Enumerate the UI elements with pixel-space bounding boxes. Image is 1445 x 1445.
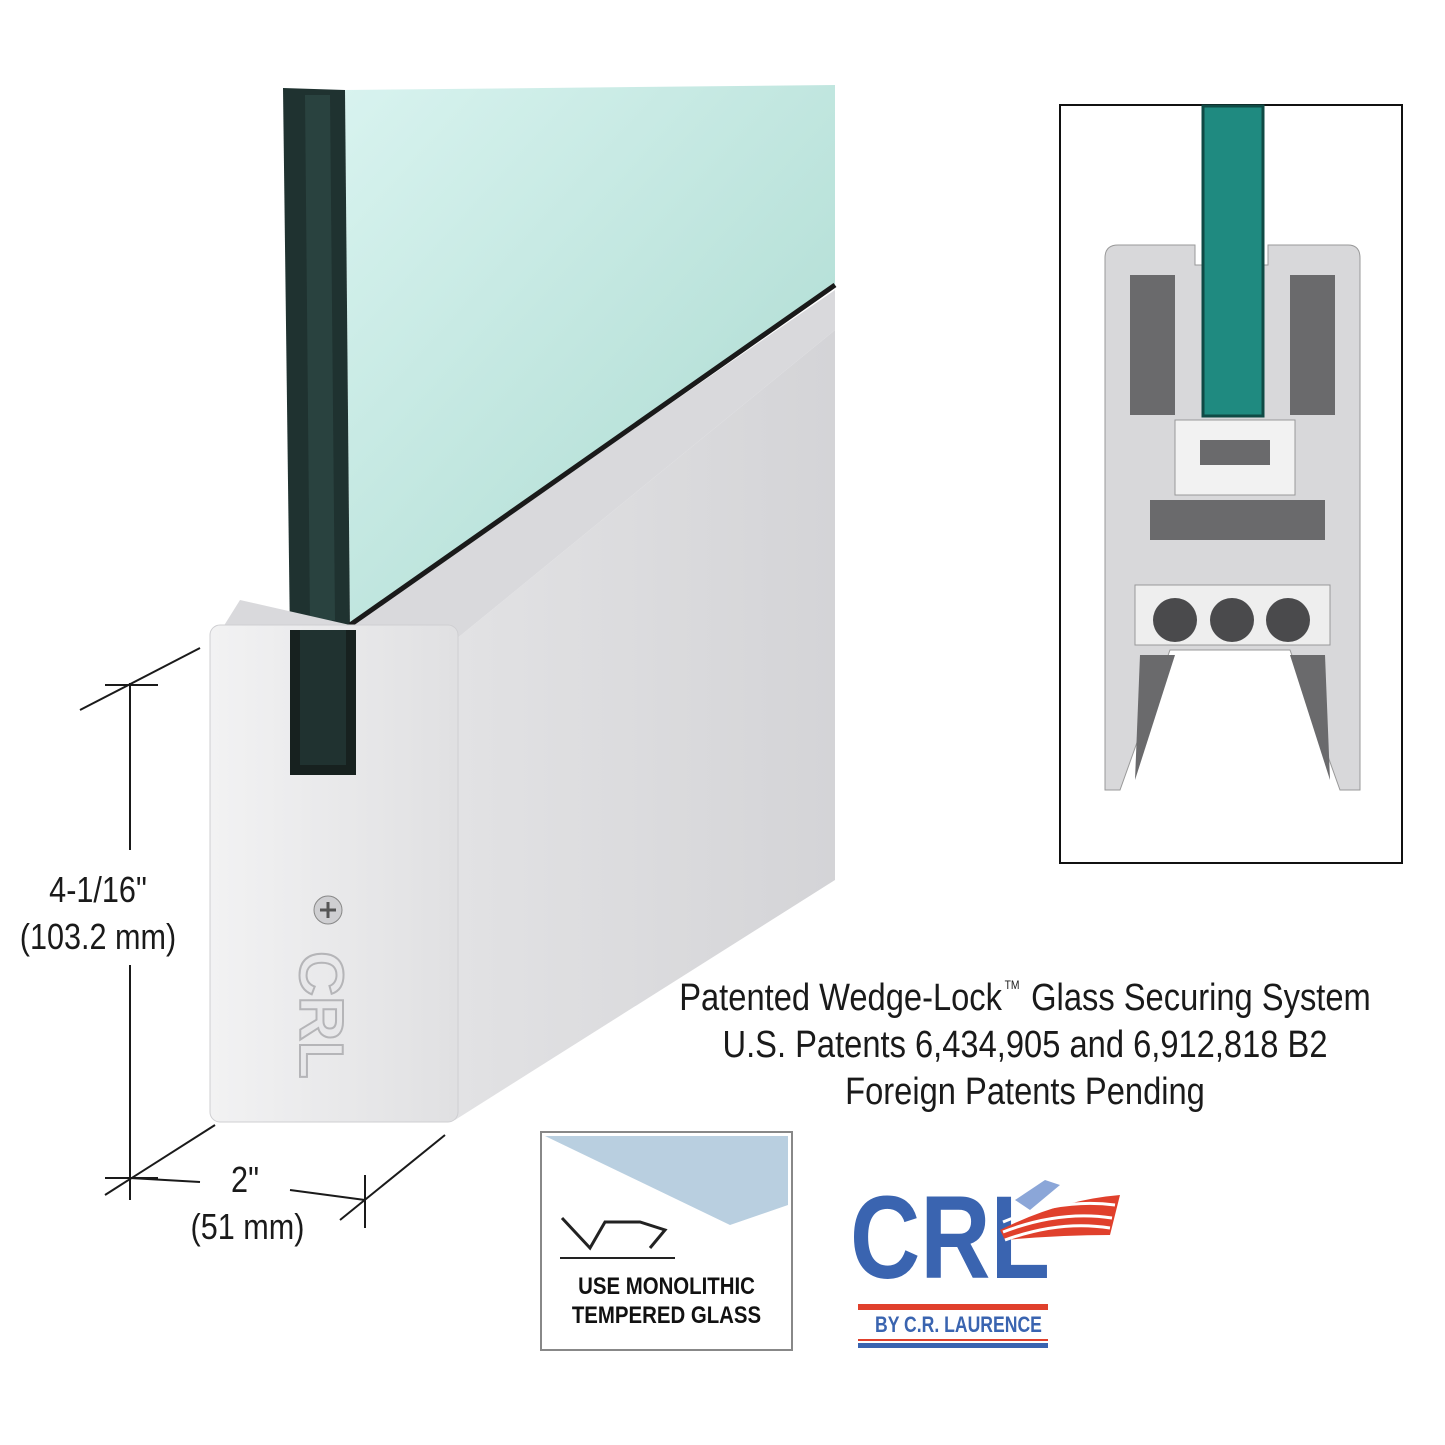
glass-badge-line-1: USE MONOLITHIC xyxy=(578,1273,755,1300)
width-dimension-inches: 2" xyxy=(231,1159,259,1200)
screw-icon xyxy=(313,895,343,925)
dimension-lines xyxy=(79,647,446,1228)
trademark-mark: TM xyxy=(1004,978,1020,992)
patent-line-2: U.S. Patents 6,434,905 and 6,912,818 B2 xyxy=(722,1024,1328,1066)
width-dimension-mm: (51 mm) xyxy=(190,1206,305,1247)
height-dimension-mm: (103.2 mm) xyxy=(19,916,177,957)
glass-badge-line-2: TEMPERED GLASS xyxy=(571,1302,762,1329)
patent-line-3: Foreign Patents Pending xyxy=(845,1071,1205,1113)
logo-tagline: BY C.R. LAURENCE xyxy=(875,1312,1042,1337)
inset-glass xyxy=(1201,104,1265,418)
height-dimension-inches: 4-1/16" xyxy=(49,869,147,910)
cross-section-inset xyxy=(1059,104,1403,864)
crl-logo: CRL xyxy=(850,1172,1120,1348)
us-flag-icon xyxy=(1000,1180,1120,1242)
tempered-glass-badge xyxy=(540,1131,793,1351)
glass-panel xyxy=(283,85,835,640)
base-shoe-rail: CRL xyxy=(209,282,837,1123)
rail-engraving: CRL xyxy=(286,951,355,1078)
glass-badge-text: USE MONOLITHIC TEMPERED GLASS xyxy=(560,1272,773,1330)
